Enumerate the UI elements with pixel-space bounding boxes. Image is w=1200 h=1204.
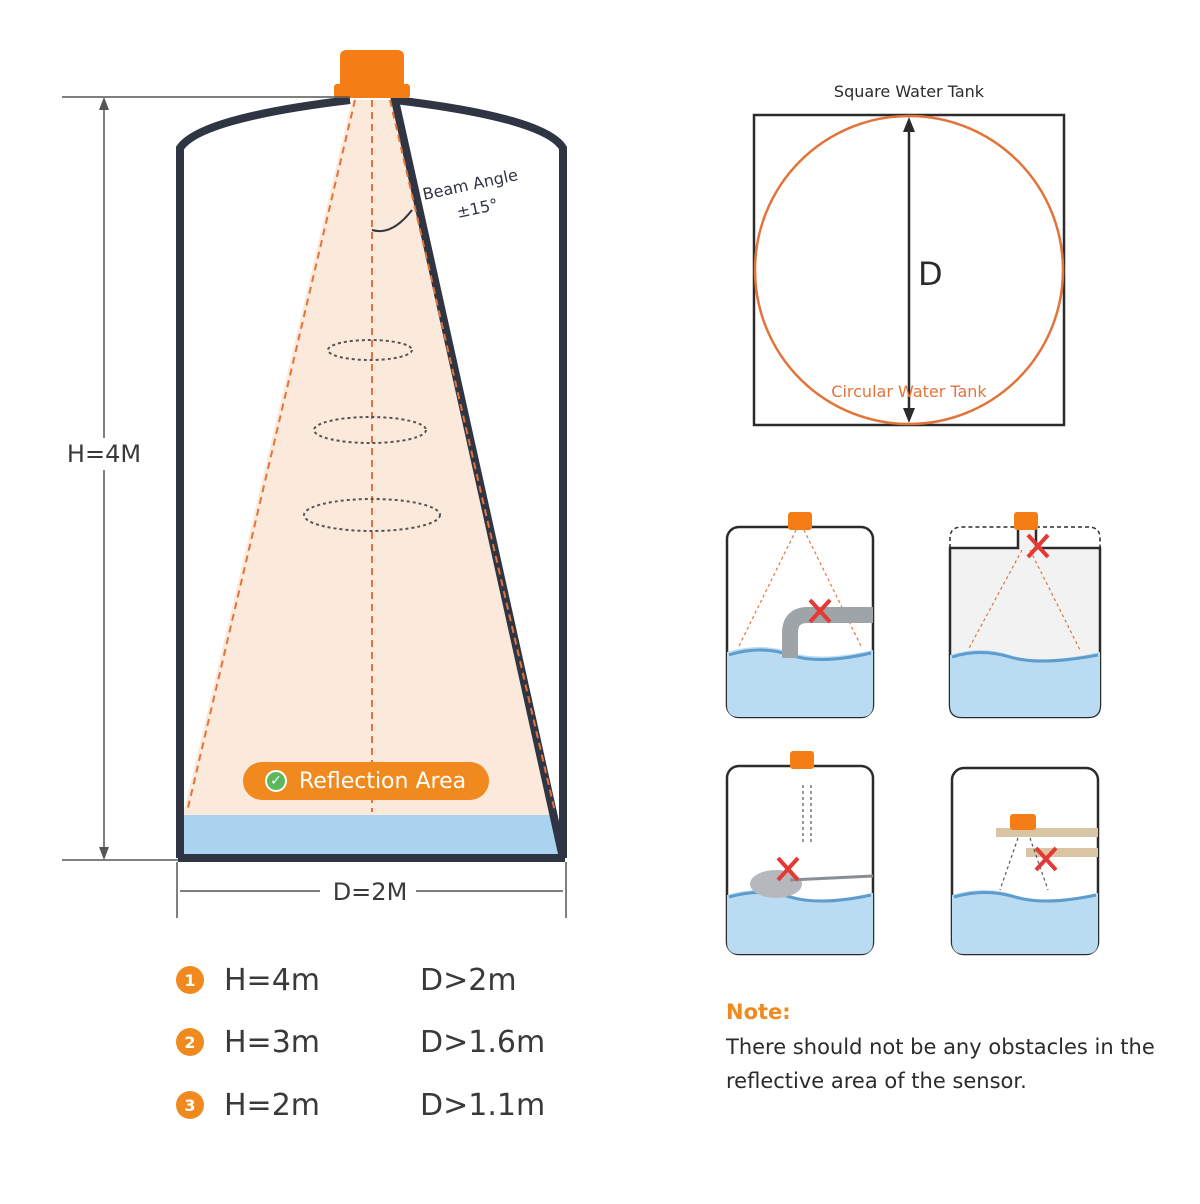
tank-diameter-arrow-bottom <box>903 408 915 423</box>
install-panel-neck-obstacle <box>948 512 1102 719</box>
spec-diameter: D>1.6m <box>420 1024 546 1060</box>
spec-row: 3 H=2m D>1.1m <box>176 1085 545 1125</box>
obstacle-x-icon <box>776 856 800 882</box>
main-tank: Beam Angle ±15° H=4M D=2M <box>62 50 567 918</box>
spec-number-badge: 2 <box>176 1028 204 1056</box>
beam-edge-left <box>186 99 356 813</box>
sensor-base <box>334 84 410 98</box>
height-label: H=4M <box>67 440 141 468</box>
beam-section-2 <box>313 416 427 444</box>
note-body: There should not be any obstacles in the… <box>726 1035 1155 1093</box>
spec-diameter: D>1.1m <box>420 1087 546 1123</box>
height-arrow-top <box>99 97 109 110</box>
tank-diameter-arrow-top <box>903 117 915 132</box>
height-arrow-bottom <box>99 847 109 860</box>
circular-tank-outline <box>753 114 1065 426</box>
beam-edge-right <box>389 99 556 813</box>
beam-angle-arc <box>371 209 413 232</box>
spec-row: 1 H=4m D>2m <box>176 960 517 1000</box>
water-surface <box>183 815 558 855</box>
install-panel-float-obstacle <box>725 751 875 956</box>
install-panel-bracket-obstacle <box>950 766 1100 956</box>
spec-number-badge: 1 <box>176 966 204 994</box>
spec-height: H=4m <box>224 962 321 998</box>
reflection-area-label: Reflection Area <box>299 768 467 794</box>
beam-section-1 <box>327 339 413 361</box>
spec-diameter: D>2m <box>420 962 517 998</box>
obstacle-x-icon <box>808 598 832 624</box>
spec-row: 2 H=3m D>1.6m <box>176 1022 545 1062</box>
install-panel-pipe-obstacle <box>725 512 875 719</box>
tank-diameter-label: D <box>918 255 943 293</box>
beam-cone <box>183 100 558 815</box>
square-tank-label: Square Water Tank <box>834 82 985 101</box>
beam-angle-label: Beam Angle <box>421 165 520 204</box>
reflection-area-badge: ✓ Reflection Area <box>243 762 489 800</box>
spec-number-badge: 3 <box>176 1091 204 1119</box>
circular-tank-label: Circular Water Tank <box>831 382 987 401</box>
spec-height: H=2m <box>224 1087 321 1123</box>
spec-height: H=3m <box>224 1024 321 1060</box>
note-block: Note: There should not be any obstacles … <box>726 1000 1166 1098</box>
check-icon: ✓ <box>265 770 287 792</box>
beam-angle-value: ±15° <box>455 195 500 222</box>
sensor-top <box>340 50 404 90</box>
beam-section-3 <box>303 498 441 532</box>
tank-shapes-diagram: Square Water Tank D Circular Water Tank <box>752 82 1066 427</box>
diameter-label: D=2M <box>333 878 408 906</box>
obstacle-x-icon <box>1026 533 1050 559</box>
obstacle-x-icon <box>1034 846 1058 872</box>
tank-outline <box>176 95 567 859</box>
note-title: Note: <box>726 1000 791 1024</box>
